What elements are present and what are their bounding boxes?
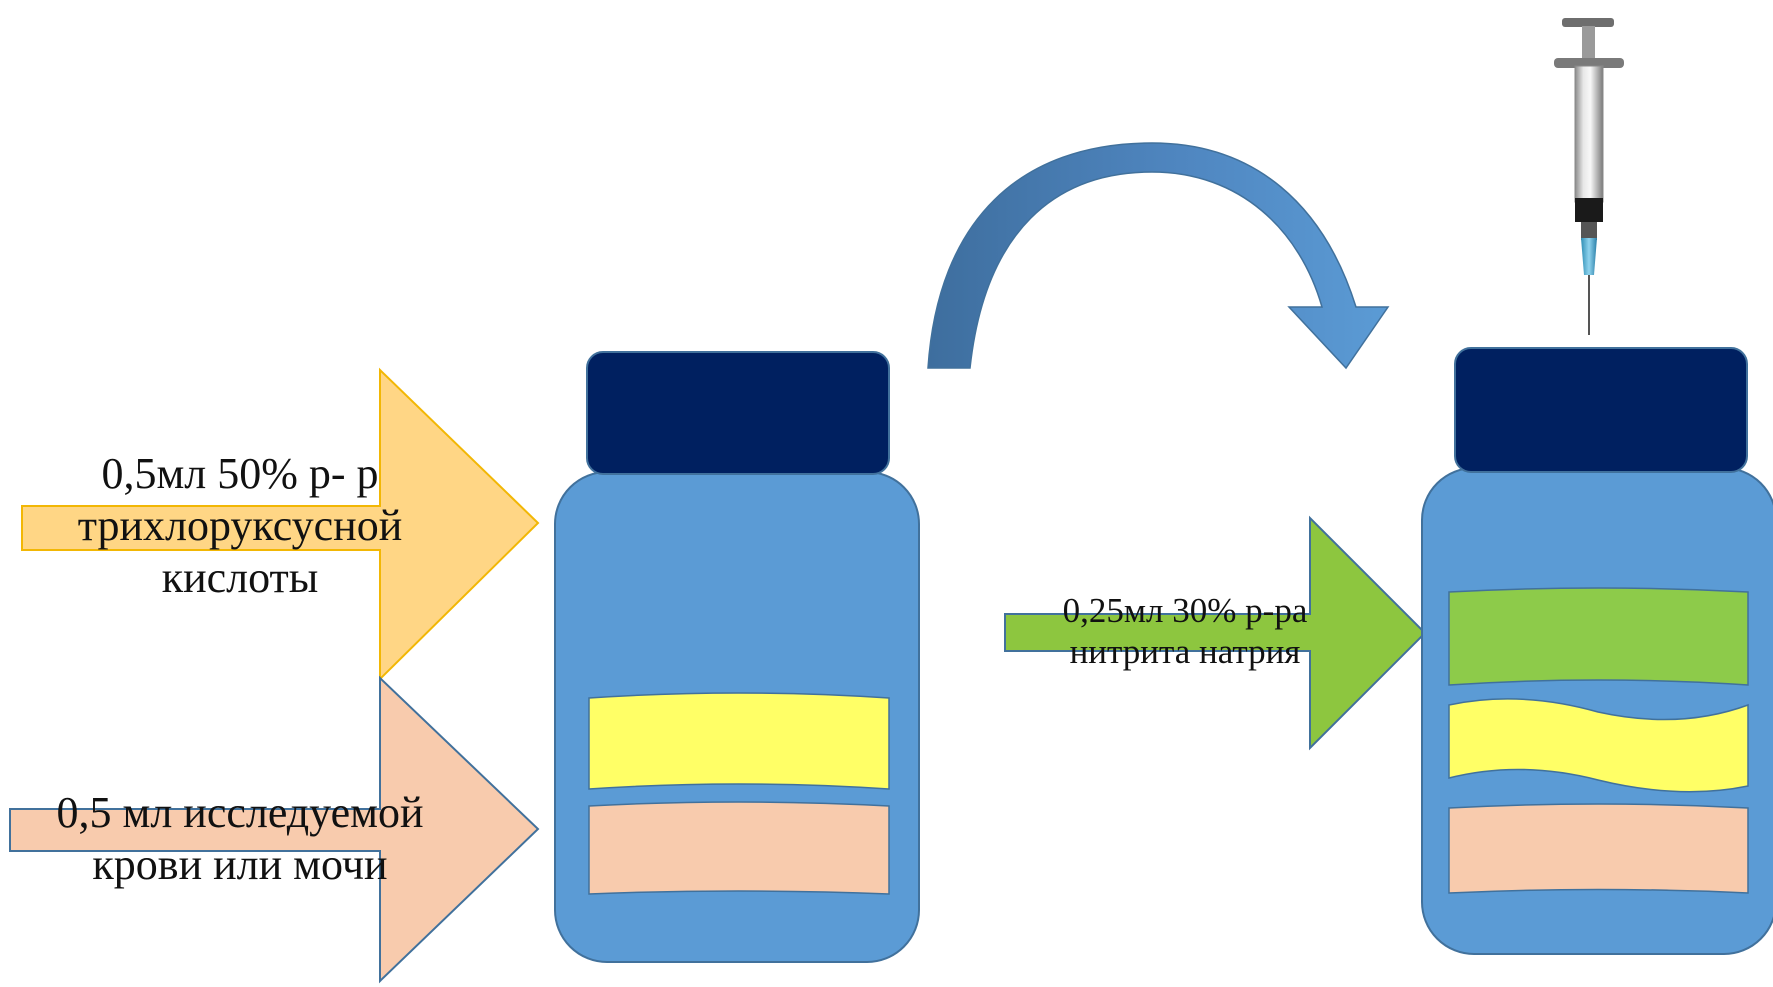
reagent-nitrite-label: 0,25мл 30% р-ра нитрита натрия <box>1040 590 1330 673</box>
arrow-nitrite-reagent <box>1004 515 1427 751</box>
arrow-sample <box>9 675 540 984</box>
reagent-tca-line-3: кислоты <box>161 552 319 602</box>
reagent-tca-line-1: 0,5мл 50% р- р <box>101 449 379 498</box>
arrow-tca-reagent <box>21 367 540 682</box>
jar-second-peach-layer <box>1448 803 1749 894</box>
reagent-tca-line-2: трихлоруксусной <box>77 500 403 550</box>
syringe-hub <box>1581 222 1597 240</box>
reagent-tca-label: 0,5мл 50% р- р трихлоруксусной кислоты <box>70 448 410 604</box>
sample-line-2: крови или мочи <box>92 839 388 889</box>
jar-first-peach-layer <box>588 801 890 895</box>
reagent-nitrite-line-1: 0,25мл 30% р-ра <box>1062 591 1308 630</box>
syringe-icon <box>1554 18 1624 335</box>
syringe-needle-hub <box>1581 238 1597 275</box>
syringe-flange <box>1554 58 1624 68</box>
syringe-stopper <box>1575 198 1603 222</box>
sample-label: 0,5 мл исследуемой крови или мочи <box>20 787 460 891</box>
curved-arrow-icon <box>927 142 1390 370</box>
jar-second-yellow-layer <box>1448 698 1749 793</box>
sample-line-1: 0,5 мл исследуемой <box>56 788 424 837</box>
jar-first-cap <box>586 351 890 475</box>
syringe-barrel <box>1574 65 1604 203</box>
syringe-plunger-top <box>1562 18 1614 27</box>
jar-first-yellow-layer <box>588 692 890 790</box>
jar-second-cap <box>1454 347 1748 473</box>
reagent-nitrite-line-2: нитрита натрия <box>1069 632 1301 672</box>
jar-second-green-layer <box>1448 587 1749 686</box>
jar-first <box>554 351 920 963</box>
jar-second <box>1421 347 1773 955</box>
syringe-plunger-rod <box>1582 26 1595 62</box>
